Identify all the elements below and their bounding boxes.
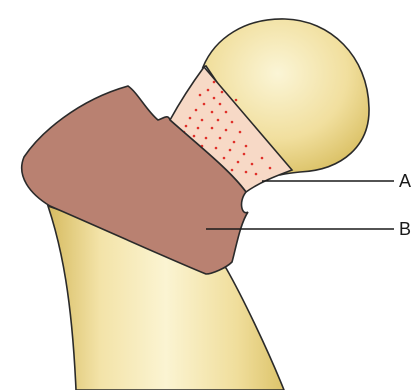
region-a-dot	[203, 103, 206, 106]
region-a-dot	[223, 157, 226, 160]
region-a-dot	[211, 127, 214, 130]
region-a-dot	[189, 117, 192, 120]
region-a-dot	[245, 171, 248, 174]
region-a-dot	[213, 81, 216, 84]
region-a-dot	[195, 109, 198, 112]
region-a-dot	[219, 103, 222, 106]
region-a-dot	[207, 89, 210, 92]
region-a-dot	[199, 94, 202, 97]
region-a-dot	[231, 121, 234, 124]
region-a-dot	[235, 99, 238, 102]
region-a-dot	[211, 111, 214, 114]
region-a-dot	[251, 163, 254, 166]
region-a-dot	[219, 137, 222, 140]
label-a: A	[399, 171, 411, 191]
region-a-dot	[231, 169, 234, 172]
region-a-dot	[237, 161, 240, 164]
region-a-dot	[229, 149, 232, 152]
region-a-dot	[193, 135, 196, 138]
region-a-dot	[245, 145, 248, 148]
region-a-dot	[225, 111, 228, 114]
region-a-dot	[221, 91, 224, 94]
region-a-dot	[201, 119, 204, 122]
region-a-dot	[239, 131, 242, 134]
region-a-dot	[215, 147, 218, 150]
label-b: B	[399, 219, 411, 239]
region-a-dot	[233, 141, 236, 144]
region-a-dot	[205, 137, 208, 140]
region-a-dot	[269, 167, 272, 170]
region-a-dot	[185, 125, 188, 128]
region-a-dot	[197, 127, 200, 130]
region-a-dot	[213, 97, 216, 100]
region-a-dot	[225, 129, 228, 132]
region-a-dot	[243, 153, 246, 156]
region-a-dot	[261, 157, 264, 160]
region-a-dot	[255, 173, 258, 176]
region-a-dot	[217, 119, 220, 122]
